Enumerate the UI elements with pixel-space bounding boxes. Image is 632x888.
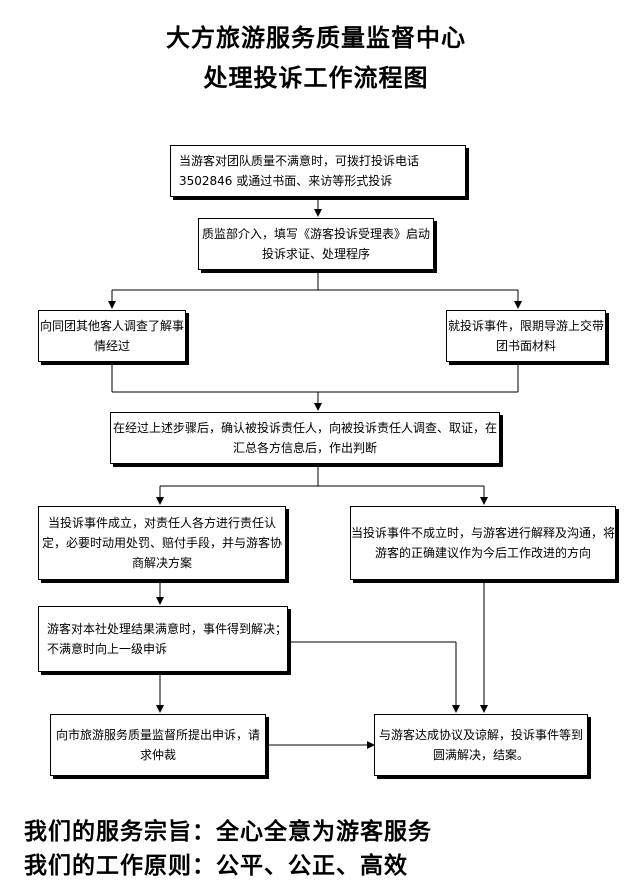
step-complaint-invalid-text: 当投诉事件不成立时，与游客进行解释及沟通，将游客的正确建议作为今后工作改进的方向 [351, 526, 616, 560]
work-principle: 我们的工作原则：公平、公正、高效 [24, 853, 408, 879]
step-case-closed: 与游客达成协议及谅解，投诉事件等到圆满解决，结案。 [374, 714, 588, 776]
service-motto: 我们的服务宗旨：全心全意为游客服务 [24, 819, 432, 845]
chart-title: 大方旅游服务质量监督中心 [166, 24, 466, 52]
step-guide-report: 就投诉事件，限期导游上交带团书面材料 [446, 310, 606, 362]
step-investigation-judgment: 在经过上述步骤后，确认被投诉责任人，向被投诉责任人调查、取证，在汇总各方信息后，… [110, 412, 500, 464]
step-complaint-filed-text: 当游客对团队质量不满意时，可拨打投诉电话 3502846 或通过书面、来访等形式… [179, 154, 420, 188]
step-survey-tourists-text: 向同团其他客人调查了解事情经过 [39, 319, 184, 353]
step-complaint-filed: 当游客对团队质量不满意时，可拨打投诉电话 3502846 或通过书面、来访等形式… [170, 145, 466, 197]
step-supervisor-intervene-text: 质监部介入，填写《游客投诉受理表》启动投诉求证、处理程序 [201, 227, 430, 261]
step-survey-tourists: 向同团其他客人调查了解事情经过 [38, 310, 186, 362]
step-complaint-valid-text: 当投诉事件成立，对责任人各方进行责任认定，必要时动用处罚、赔付手段，并与游客协商… [41, 516, 282, 570]
step-appeal-arbitration: 向市旅游服务质量监督所提出申诉，请求仲裁 [50, 714, 266, 776]
step-tourist-satisfaction: 游客对本社处理结果满意时，事件得到解决；不满意时向上一级申诉 [38, 606, 288, 672]
step-investigation-judgment-text: 在经过上述步骤后，确认被投诉责任人，向被投诉责任人调查、取证，在汇总各方信息后，… [112, 421, 497, 455]
step-supervisor-intervene: 质监部介入，填写《游客投诉受理表》启动投诉求证、处理程序 [198, 218, 434, 270]
step-complaint-invalid: 当投诉事件不成立时，与游客进行解释及沟通，将游客的正确建议作为今后工作改进的方向 [350, 506, 616, 580]
step-tourist-satisfaction-text: 游客对本社处理结果满意时，事件得到解决；不满意时向上一级申诉 [47, 622, 288, 656]
chart-subtitle: 处理投诉工作流程图 [203, 64, 429, 92]
step-complaint-valid: 当投诉事件成立，对责任人各方进行责任认定，必要时动用处罚、赔付手段，并与游客协商… [38, 506, 286, 580]
step-guide-report-text: 就投诉事件，限期导游上交带团书面材料 [447, 319, 604, 353]
step-case-closed-text: 与游客达成协议及谅解，投诉事件等到圆满解决，结案。 [378, 728, 583, 762]
step-appeal-arbitration-text: 向市旅游服务质量监督所提出申诉，请求仲裁 [55, 728, 260, 762]
